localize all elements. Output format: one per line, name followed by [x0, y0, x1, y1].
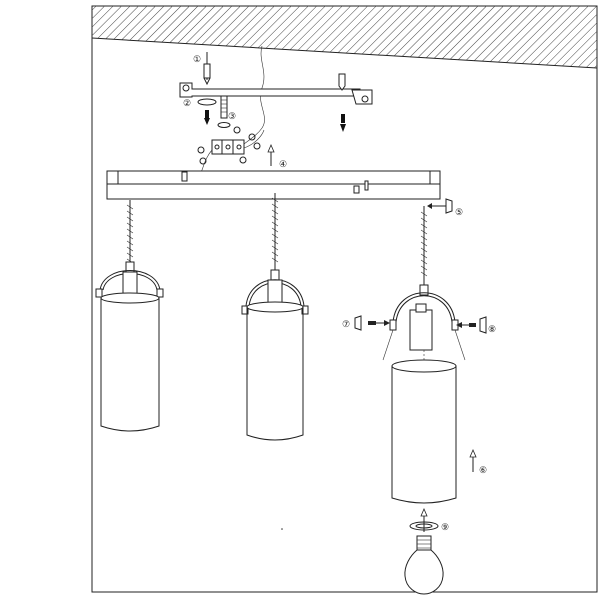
end-cap-screw	[427, 198, 453, 214]
step-label-4: ④	[279, 159, 287, 169]
supply-cable	[260, 45, 265, 129]
bracket-screw-left	[354, 315, 390, 331]
cord-middle	[271, 193, 279, 272]
lift-arrow	[267, 143, 275, 166]
washer	[197, 98, 217, 106]
step-label-2: ②	[183, 98, 191, 108]
step-label-6: ⑥	[479, 465, 487, 475]
bracket-screw-right	[456, 316, 487, 334]
step-label-7: ⑦	[342, 319, 350, 329]
threaded-tube	[217, 95, 231, 128]
step-labels: ① ② ③ ④ ⑤ ⑥ ⑦ ⑧ ⑨	[183, 54, 496, 532]
suspension-cords	[126, 193, 428, 286]
pendant-right	[382, 284, 466, 504]
light-bulb	[404, 535, 444, 595]
mounting-bracket	[179, 82, 373, 105]
pendant-middle	[241, 269, 309, 441]
canopy-bar	[106, 170, 441, 200]
dot-mark	[281, 528, 283, 530]
ground-markers	[197, 126, 261, 165]
retaining-ring	[409, 507, 439, 532]
step-label-5: ⑤	[455, 207, 463, 217]
cord-left	[126, 200, 134, 270]
pendant-left	[95, 261, 164, 432]
cord-right	[420, 206, 428, 286]
step-label-1: ①	[193, 54, 201, 64]
ceiling-screw-right	[338, 73, 346, 91]
terminal-block	[199, 127, 265, 176]
shade-lift-arrow	[469, 448, 477, 472]
ceiling-screw-left	[203, 52, 211, 86]
step-label-9: ⑨	[441, 522, 449, 532]
ceiling	[91, 6, 598, 69]
step-label-3: ③	[228, 111, 236, 121]
fixing-bolts	[204, 110, 346, 132]
step-label-8: ⑧	[488, 324, 496, 334]
